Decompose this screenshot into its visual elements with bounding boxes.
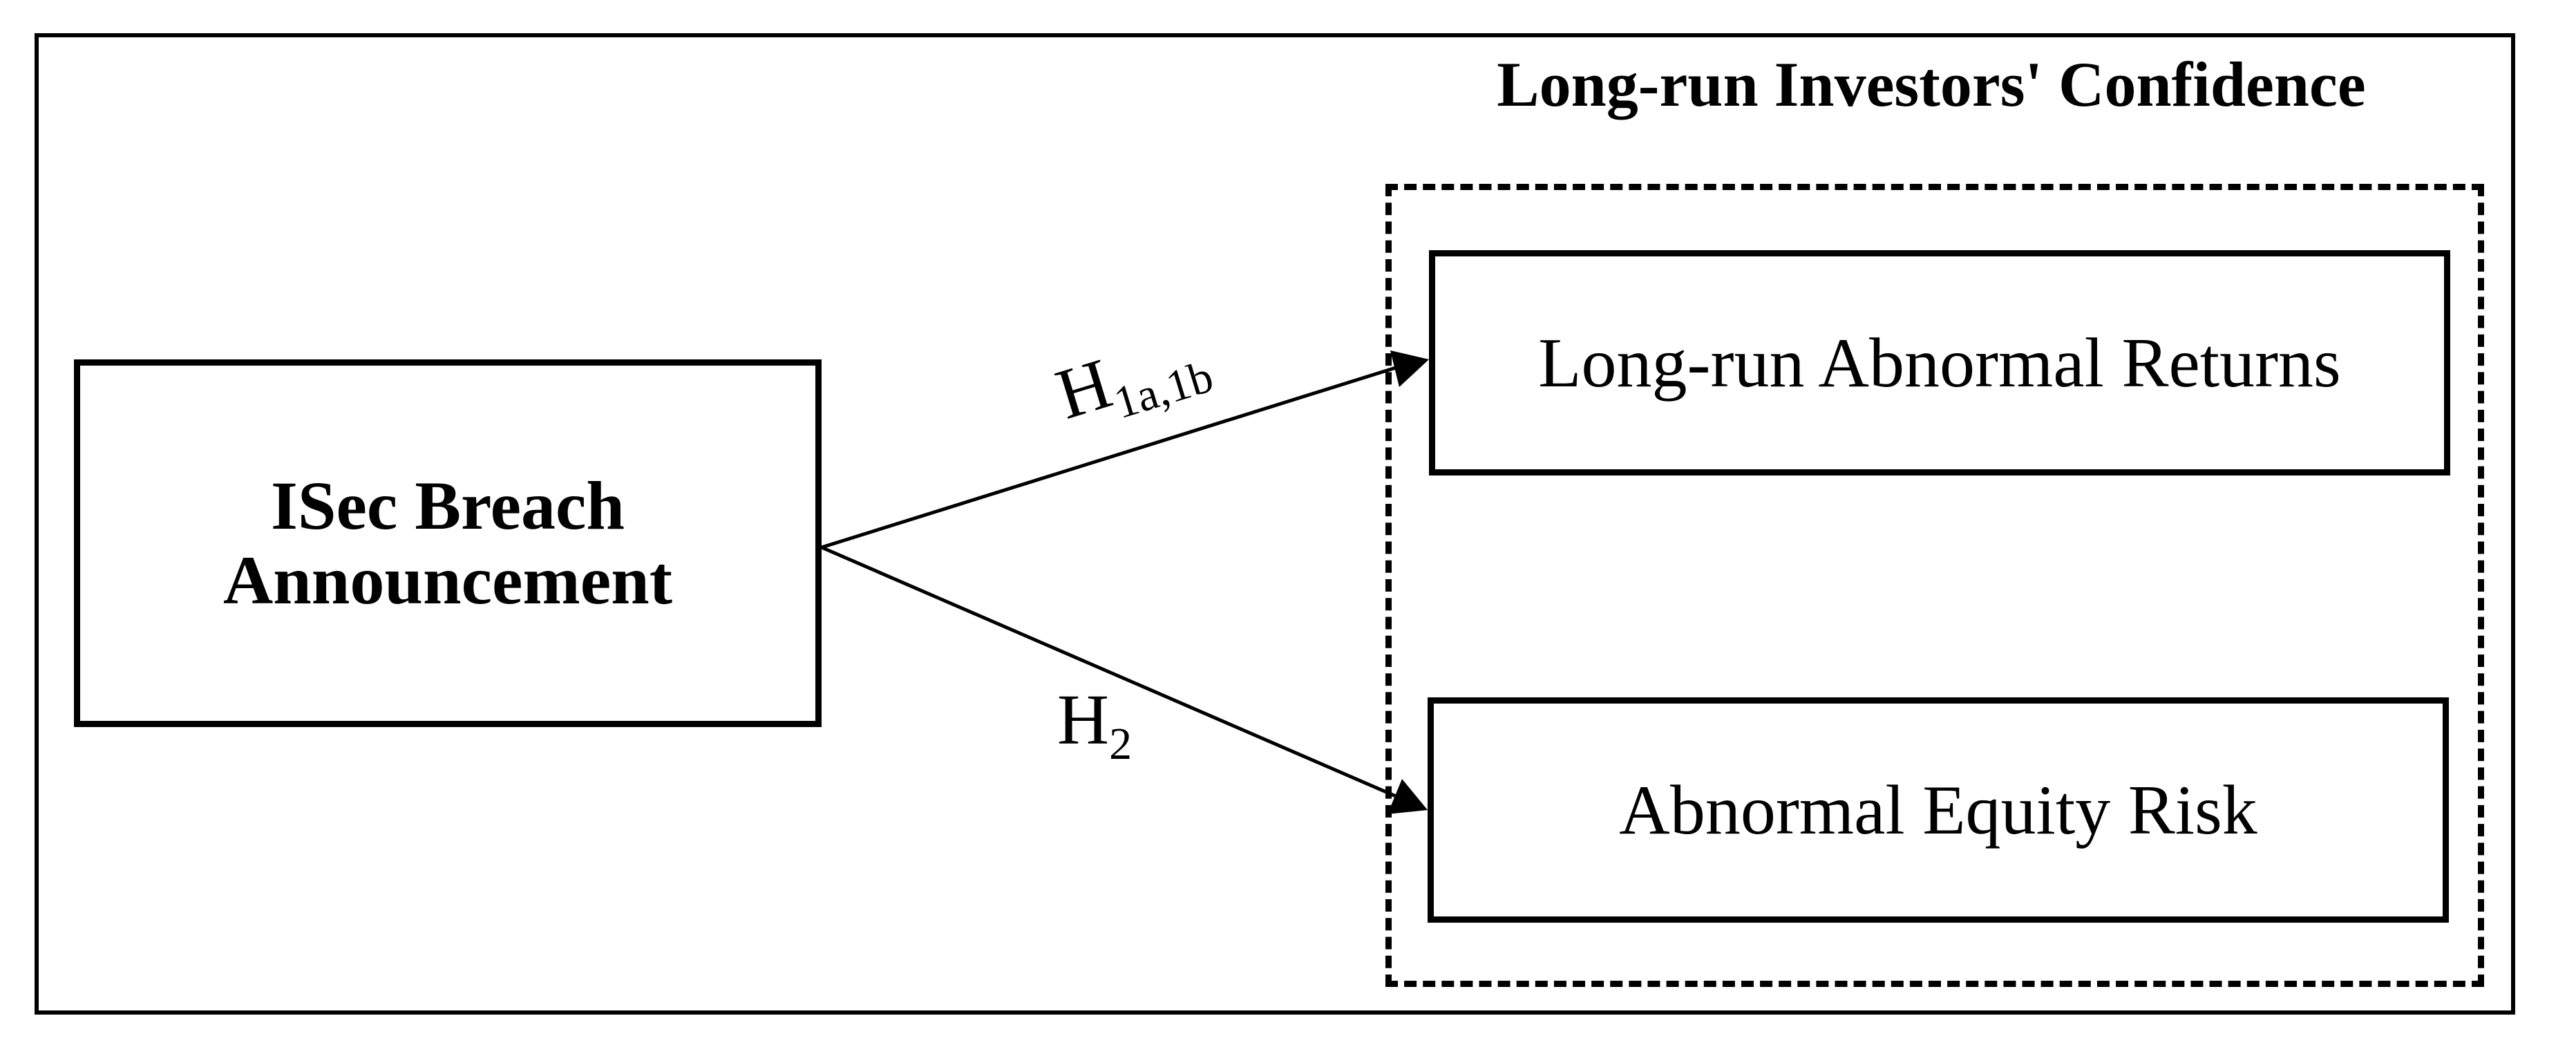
target-label-equity-risk: Abnormal Equity Risk	[1619, 771, 2257, 849]
source-label-line2: Announcement	[222, 542, 673, 619]
diagram-frame	[35, 33, 2515, 1015]
source-node-label: ISec Breach Announcement	[223, 469, 672, 618]
confidence-group-box	[1385, 184, 2484, 987]
arrowhead-h2-icon	[1388, 779, 1428, 814]
arrow-h2	[821, 545, 1396, 798]
target-node-equity-risk: Abnormal Equity Risk	[1428, 697, 2449, 923]
h2-sub: 2	[1109, 719, 1133, 769]
group-title: Long-run Investors' Confidence	[1497, 49, 2366, 120]
arrowhead-h1-icon	[1390, 350, 1429, 387]
source-label-line1: ISec Breach	[271, 467, 625, 544]
target-node-abnormal-returns: Long-run Abnormal Returns	[1429, 250, 2450, 476]
target-label-abnormal-returns: Long-run Abnormal Returns	[1538, 323, 2341, 402]
arrow-h1	[821, 366, 1396, 549]
hypothesis-h2-label: H2	[1057, 684, 1132, 767]
source-node-isec-breach: ISec Breach Announcement	[74, 359, 822, 727]
h2-main: H	[1057, 680, 1110, 760]
